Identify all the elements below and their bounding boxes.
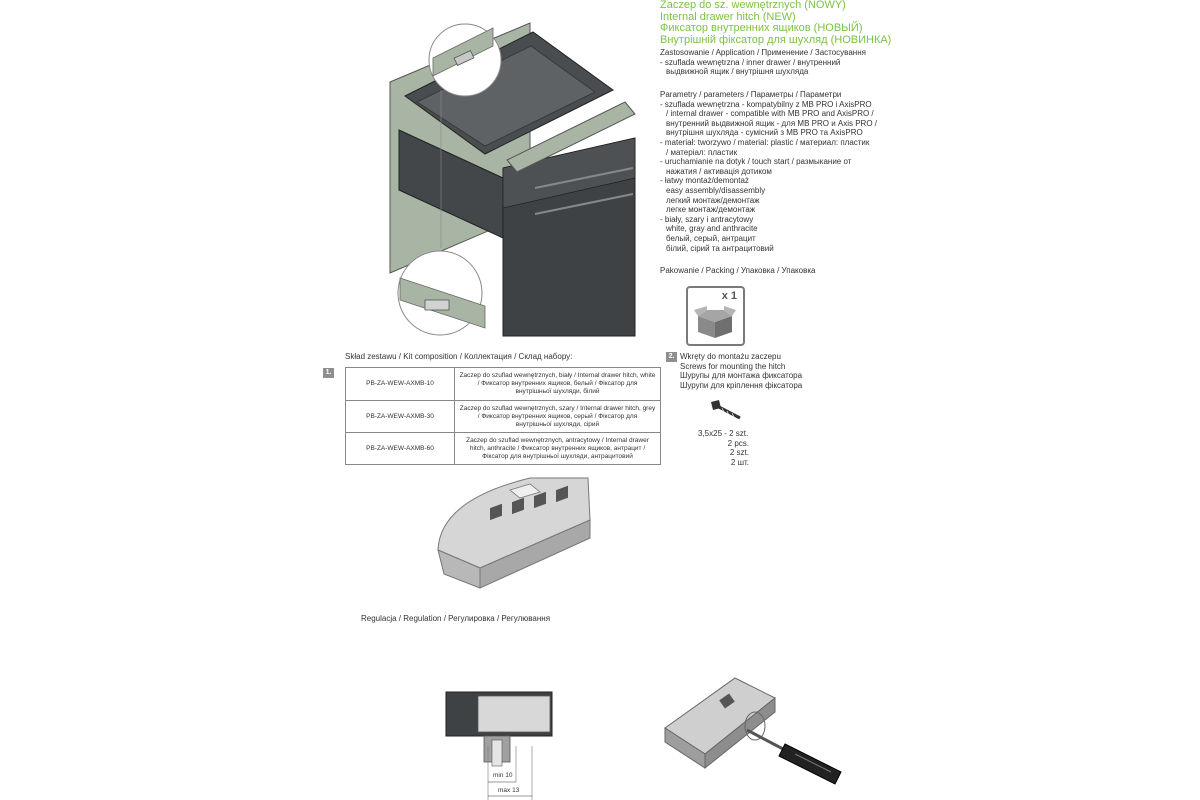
- screw-size: 3,5x25 - 2 szt.: [698, 429, 749, 438]
- title-line-en: Internal drawer hitch (NEW): [660, 10, 796, 23]
- screws-line: Шурупы для монтажа фиксатора: [680, 371, 803, 381]
- parameter-line: білий, сірий та антрацитовий: [666, 243, 774, 253]
- screws-line: Screws for mounting the hitch: [680, 361, 786, 371]
- screw-qty: 2 szt.: [729, 448, 749, 458]
- regulation-heading: Regulacja / Regulation / Регулировка / Р…: [361, 614, 551, 623]
- parameters-section: Parametry / parameters / Параметры / Пар…: [660, 90, 877, 253]
- kit-description: Zaczep do szuflad wewnętrznych, biały / …: [454, 367, 661, 401]
- packing-box-icon: x 1: [686, 286, 745, 346]
- kit-description: Zaczep do szuflad wewnętrznych, antracyt…: [454, 432, 661, 465]
- kit-number-badge: 1.: [323, 368, 334, 378]
- parameter-line: легке монтаж/демонтаж: [666, 205, 756, 215]
- kit-code: PB-ZA-WEW-AXMB-10: [345, 367, 455, 401]
- application-line: - szuflada wewnętrzna / inner drawer / в…: [660, 57, 841, 67]
- parameter-line: легкий монтаж/демонтаж: [666, 195, 760, 205]
- table-row: PB-ZA-WEW-AXMB-30 Zaczep do szuflad wewn…: [345, 400, 661, 433]
- application-section: Zastosowanie / Application / Применение …: [660, 48, 866, 77]
- min-dimension-label: min 10: [493, 772, 513, 779]
- screwdriver-adjustment-illustration: [664, 677, 842, 785]
- product-title: Zaczep do sz. wewnętrznych (NOWY) Intern…: [660, 0, 891, 46]
- packing-heading: Pakowanie / Packing / Упаковка / Упаковк…: [660, 266, 816, 275]
- title-line-pl: Zaczep do sz. wewnętrznych (NOWY): [660, 0, 846, 11]
- parameter-line: белый, серый, антрацит: [666, 233, 756, 243]
- parameter-line: нажатия / активація дотиком: [666, 166, 772, 176]
- parameter-line: white, gray and anthracite: [666, 224, 758, 234]
- screw-icon: [711, 400, 741, 420]
- screws-quantity: 3,5x25 - 2 szt. 2 pcs. 2 szt. 2 шт.: [698, 429, 749, 467]
- screws-line: Шурупи для кріплення фіксатора: [680, 380, 803, 390]
- application-line: выдвижной ящик / внутрішня шухляда: [666, 67, 809, 77]
- parameter-line: - łatwy montaż/demontaż: [660, 176, 749, 186]
- detail-circle-illustration: [397, 250, 486, 336]
- kit-description: Zaczep do szuflad wewnętrznych, szary / …: [454, 400, 661, 433]
- screws-line: Wkręty do montażu zaczepu: [680, 352, 781, 361]
- max-dimension-label: max 13: [498, 787, 520, 794]
- parameter-line: внутрішня шухляда - сумісний з MB PRO та…: [666, 128, 863, 138]
- screws-number-badge: 2.: [666, 352, 677, 362]
- parameter-line: easy assembly/disassembly: [666, 185, 766, 195]
- parameter-line: - biały, szary i antracytowy: [660, 214, 754, 224]
- kit-table: PB-ZA-WEW-AXMB-10 Zaczep do szuflad wewn…: [345, 367, 661, 465]
- parameter-line: / матеріал: пластик: [666, 147, 738, 157]
- screw-qty: 2 шт.: [730, 457, 749, 467]
- title-line-ru: Фиксатор внутренних ящиков (НОВЫЙ): [660, 22, 863, 34]
- parameter-line: внутренний выдвижной ящик - для MB PRO и…: [666, 118, 877, 128]
- parameters-heading: Parametry / parameters / Параметры / Пар…: [660, 90, 842, 99]
- regulation-detail-illustration: [445, 691, 553, 800]
- table-row: PB-ZA-WEW-AXMB-10 Zaczep do szuflad wewn…: [345, 367, 661, 401]
- kit-heading: Skład zestawu / Kit composition / Коллек…: [345, 352, 573, 361]
- hitch-product-illustration: [437, 477, 591, 589]
- parameter-line: - materiał: tworzywo / material: plastic…: [660, 137, 870, 147]
- table-row: PB-ZA-WEW-AXMB-60 Zaczep do szuflad wewn…: [345, 432, 661, 465]
- packing-quantity: x 1: [721, 290, 737, 302]
- screw-qty: 2 pcs.: [727, 438, 749, 448]
- screws-section: Wkręty do montażu zaczepu Screws for mou…: [680, 352, 802, 390]
- title-line-ua: Внутрішній фіксатор для шухляд (НОВИНКА): [660, 33, 892, 46]
- parameter-line: / internal drawer - compatible with MB P…: [666, 109, 874, 119]
- application-heading: Zastosowanie / Application / Применение …: [660, 48, 866, 57]
- kit-code: PB-ZA-WEW-AXMB-60: [345, 432, 455, 465]
- parameter-line: - uruchamianie na dotyk / touch start / …: [660, 157, 852, 167]
- drawer-illustration: [389, 22, 636, 337]
- parameter-line: - szuflada wewnętrzna - kompatybilny z M…: [660, 99, 872, 109]
- kit-code: PB-ZA-WEW-AXMB-30: [345, 400, 455, 433]
